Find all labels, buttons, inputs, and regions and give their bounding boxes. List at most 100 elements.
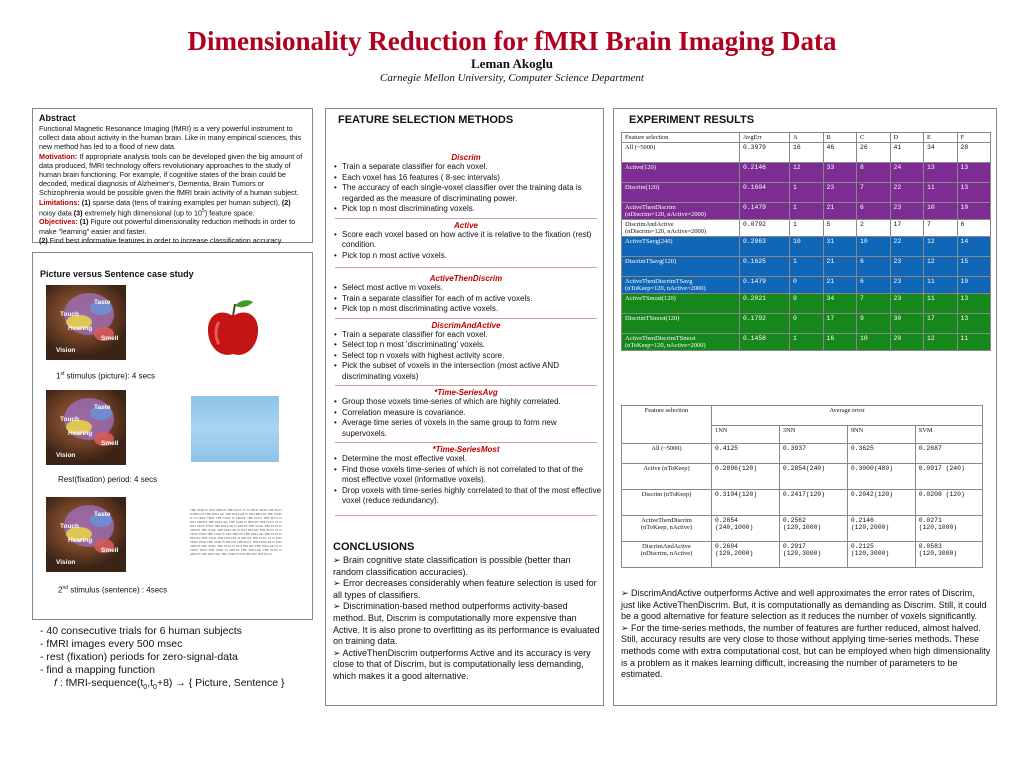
brain-label-smell: Smell — [101, 547, 119, 554]
method-item: Train a separate classifier for each vox… — [330, 330, 602, 341]
triangle-bullet-icon: ➢ — [333, 578, 344, 589]
brain-label-smell: Smell — [101, 440, 119, 447]
arrow-icon: → — [175, 677, 186, 689]
triangle-bullet-icon: ➢ — [333, 601, 344, 612]
triangle-bullet-icon: ➢ — [333, 647, 343, 658]
table-row: DiscrimAndActive(nDiscrim=120, nActive=2… — [621, 219, 991, 237]
discussion-item: ➢ For the time-series methods, the numbe… — [621, 622, 991, 680]
column-header: C — [856, 132, 891, 143]
method-tsmost-title: *Time-SeriesMost — [432, 445, 500, 454]
method-item: Select most active m voxels. — [330, 283, 602, 294]
brain-label-taste: Taste — [94, 511, 111, 518]
table-row: Discrim (nToKeep) 0.3104(120)0.2417(120)… — [621, 489, 984, 516]
experiment-results-heading: EXPERIMENT RESULTS — [629, 114, 755, 126]
limitation-text-3: extremely high dimensional (up to 10 — [84, 208, 203, 218]
brain-label-touch: Touch — [60, 311, 80, 318]
method-item: Drop voxels with time-series highly corr… — [330, 486, 602, 507]
brain-label-taste: Taste — [94, 404, 111, 411]
objective-marker-1: (1) — [79, 217, 89, 227]
conclusion-item: ➢ Discrimination-based method outperform… — [333, 601, 600, 647]
abstract-limitations: Limitations: (1) sparse data (tens of tr… — [39, 198, 306, 218]
objective-text-2: Find best informative features in order … — [49, 235, 283, 245]
column-header: SVM — [914, 425, 984, 444]
column-header: D — [889, 132, 924, 143]
limitation-sup: 5 — [202, 207, 205, 214]
method-item: Pick top n most discriminating voxels. — [330, 204, 602, 215]
study-note: - fMRI images every 500 msec — [40, 638, 183, 650]
abstract-motivation: Motivation: If appropriate analysis tool… — [39, 152, 306, 198]
column-header: 1NN — [711, 425, 780, 444]
brain-scan-image: Taste Touch Hearing Smell Vision — [46, 285, 126, 360]
method-item: Pick top n most active voxels. — [330, 251, 602, 262]
column-header: AvgErr — [739, 132, 790, 143]
apple-icon — [207, 300, 259, 355]
table-row: Active (nToKeep) 0.2896(120)0.2854(240)0… — [621, 463, 984, 490]
brain-label-hearing: Hearing — [68, 325, 93, 332]
method-tsavg-title: *Time-SeriesAvg — [434, 388, 498, 397]
method-item: Select top n most 'discriminating' voxel… — [330, 340, 602, 351]
brain-label-taste: Taste — [94, 299, 111, 306]
limitation-marker-1: (1) — [81, 197, 91, 207]
results-table-2: Feature selection Average error 1NN 3NN … — [621, 405, 984, 568]
objective-marker-2: (2) — [39, 235, 48, 245]
method-item: Determine the most effective voxel. — [330, 454, 602, 465]
rest-fixation-image — [191, 396, 279, 462]
column-header: Feature selection — [621, 132, 740, 143]
brain-label-touch: Touch — [60, 416, 80, 423]
conclusion-item: ➢ ActiveThenDiscrim outperforms Active a… — [333, 647, 591, 681]
sentence-stimulus-image: THE STAR IS NOT ABOVE THE PLUS. IT IS TR… — [190, 508, 282, 556]
feature-selection-heading: FEATURE SELECTION METHODS — [338, 114, 514, 126]
discussion-item: ➢ DiscrimAndActive outperforms Active an… — [621, 588, 987, 622]
column-header: F — [956, 132, 991, 143]
methods-list: Discrim Train a separate classifier for … — [330, 153, 602, 518]
column-header: E — [923, 132, 958, 143]
abstract-objective-2: (2) Find best informative features in or… — [39, 236, 306, 245]
table-row: ActiveThenDiscrimTSavg(nToKeep=120, nAct… — [621, 276, 991, 294]
caption-rest: Rest(fixation) period: 4 secs — [58, 475, 158, 484]
method-item: Train a separate classifier for each of … — [330, 294, 602, 305]
motivation-text: If appropriate analysis tools can be dev… — [39, 151, 303, 198]
conclusion-item: ➢ Brain cognitive state classification i… — [333, 555, 571, 577]
experiment-results-panel: EXPERIMENT RESULTS Feature selection Avg… — [613, 108, 997, 706]
brain-label-smell: Smell — [101, 335, 119, 342]
brain-label-vision: Vision — [56, 347, 76, 354]
study-notes: - 40 consecutive trials for 6 human subj… — [40, 625, 285, 694]
conclusions-section: CONCLUSIONS ➢ Brain cognitive state clas… — [333, 541, 601, 683]
table-row: DiscrimAndActive(nDiscrim, nActive) 0.26… — [621, 541, 984, 568]
feature-selection-panel: FEATURE SELECTION METHODS Discrim Train … — [325, 108, 604, 706]
objective-text-1: Figure out powerful dimensionality reduc… — [39, 217, 296, 236]
column-header: B — [822, 132, 857, 143]
abstract-panel: Abstract Functional Magnetic Resonance I… — [32, 108, 313, 245]
table-row: ActiveThenDiscrim(nToKeep, nActive) 0.28… — [621, 515, 984, 542]
author-name: Leman Akoglu — [471, 56, 553, 71]
limitation-marker-2: (2) — [281, 197, 291, 207]
method-discrim-title: Discrim — [451, 153, 481, 162]
brain-label-hearing: Hearing — [68, 537, 93, 544]
column-header: 9NN — [846, 425, 916, 444]
column-header: Feature selection — [621, 405, 712, 444]
method-item: Score each voxel based on how active it … — [330, 230, 602, 251]
results-discussion: ➢ DiscrimAndActive outperforms Active an… — [621, 588, 991, 681]
caption-sentence: 2nd stimulus (sentence) : 4secs — [58, 585, 168, 595]
objectives-label: Objectives: — [39, 217, 78, 227]
table-row: ActiveThenDiscrim(nDiscrim=120, nActive=… — [621, 202, 991, 220]
column-header: 3NN — [778, 425, 848, 444]
affiliation: Carnegie Mellon University, Computer Sci… — [380, 72, 644, 84]
study-note: - find a mapping function — [40, 664, 155, 676]
brain-label-vision: Vision — [56, 452, 76, 459]
method-item: Pick the subset of voxels in the interse… — [330, 361, 602, 382]
method-item: Average time series of voxels in the sam… — [330, 418, 602, 439]
conclusion-item: ➢ Error decreases considerably when feat… — [333, 578, 597, 600]
abstract-heading: Abstract — [39, 113, 76, 123]
method-discrimandactive-title: DiscrimAndActive — [431, 320, 501, 330]
limitations-label: Limitations: — [39, 197, 80, 207]
method-item: Correlation measure is covariance. — [330, 408, 602, 419]
method-item: Train a separate classifier for each vox… — [330, 162, 602, 173]
